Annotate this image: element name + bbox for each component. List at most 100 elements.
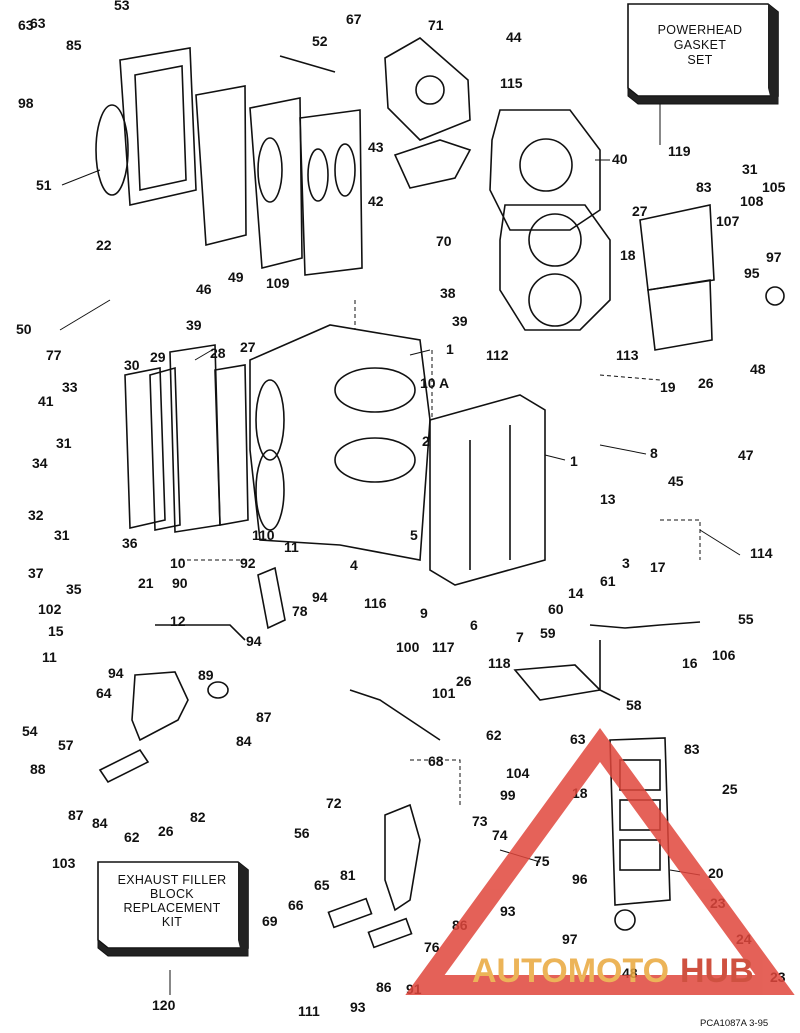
kit-line-2: GASKET [674,38,727,52]
callout: 39 [186,317,202,333]
callout: 13 [600,491,616,507]
callout: 26 [158,823,174,839]
callout: 99 [500,787,516,803]
callout: 94 [108,665,124,681]
callout: 97 [766,249,782,265]
callout: 62 [124,829,140,845]
callout: 106 [712,647,736,663]
callout: 54 [22,723,38,739]
callout: 86 [376,979,392,995]
callout: 56 [294,825,310,841]
kit-line-2: BLOCK [150,887,194,901]
callout: 84 [236,733,252,749]
callout: 58 [626,697,642,713]
cylinder-block [249,324,431,561]
kit-line-3: REPLACEMENT [123,901,220,915]
callout: 102 [38,601,62,617]
callout-labels: 63 53 85 63 98 52 67 71 44 115 119 51 43… [16,0,786,1019]
callout: 94 [312,589,328,605]
kit-line-1: POWERHEAD [658,23,743,37]
callout: 52 [312,33,328,49]
callout: 22 [96,237,112,253]
callout: 44 [506,29,522,45]
leader-lines [59,104,741,995]
callout: 82 [190,809,206,825]
callout: 120 [152,997,176,1013]
callout: 17 [650,559,666,575]
callout: 66 [288,897,304,913]
callout: 119 [668,143,691,159]
callout: 93 [350,999,366,1015]
crankcase-cover [429,394,546,586]
callout: 8 [650,445,658,461]
callout: 50 [16,321,32,337]
callout: 47 [738,447,754,463]
callout: 62 [486,727,502,743]
callout: 21 [138,575,154,591]
callout: 6 [470,617,478,633]
callout: 4 [350,557,358,573]
watermark: AUTOMOTO HUB [405,728,795,995]
callout: 36 [122,535,138,551]
callout: 83 [696,179,712,195]
callout: 15 [48,623,64,639]
callout: 70 [436,233,452,249]
callout: 34 [32,455,48,471]
callout: 3 [622,555,630,571]
callout: 110 [252,527,275,543]
callout: 14 [568,585,584,601]
callout: 11 [284,539,299,555]
support-bracket [513,621,701,701]
callout: 63 [30,15,46,31]
exhaust-cover-assembly [95,47,363,276]
callout: 33 [62,379,78,395]
callout: 27 [632,203,648,219]
watermark-text-2: HUB [680,952,754,990]
callout: 98 [18,95,34,111]
callout: 27 [240,339,256,355]
kit-line-1: EXHAUST FILLER [118,873,227,887]
callout: 57 [58,737,74,753]
callout: 32 [28,507,44,523]
callout: 61 [600,573,616,589]
callout: 105 [762,179,786,195]
callout: 117 [432,639,455,655]
callout: 109 [266,275,290,291]
callout: 60 [548,601,564,617]
callout: 78 [292,603,308,619]
callout: 20 [708,865,724,881]
callout: 64 [96,685,112,701]
callout: 10 A [420,375,449,391]
callout: 87 [68,807,84,823]
kit-line-4: KIT [162,915,182,929]
callout: 63 [18,17,34,33]
callout: 31 [54,527,70,543]
callout: 116 [364,595,387,611]
callout: 2 [422,433,430,449]
callout: 94 [246,633,262,649]
callout: 31 [742,161,758,177]
callout: 19 [660,379,676,395]
callout: 63 [570,731,586,747]
callout: 114 [750,545,773,561]
callout: 25 [722,781,738,797]
callout: 84 [92,815,108,831]
callout: 43 [368,139,384,155]
callout: 100 [396,639,420,655]
callout: 18 [620,247,636,263]
diagram-code: PCA1087A 3-95 [700,1018,768,1029]
callout: 5 [410,527,418,543]
cylinder-head [489,109,611,331]
callout: 72 [326,795,342,811]
callout: 16 [682,655,698,671]
throttle-linkage [98,566,286,784]
callout: 95 [744,265,760,281]
callout: 55 [738,611,754,627]
callout: 42 [368,193,384,209]
callout: 65 [314,877,330,893]
callout: 41 [38,393,54,409]
callout: 71 [428,17,444,33]
callout: 115 [500,75,523,91]
callout: 51 [36,177,52,193]
